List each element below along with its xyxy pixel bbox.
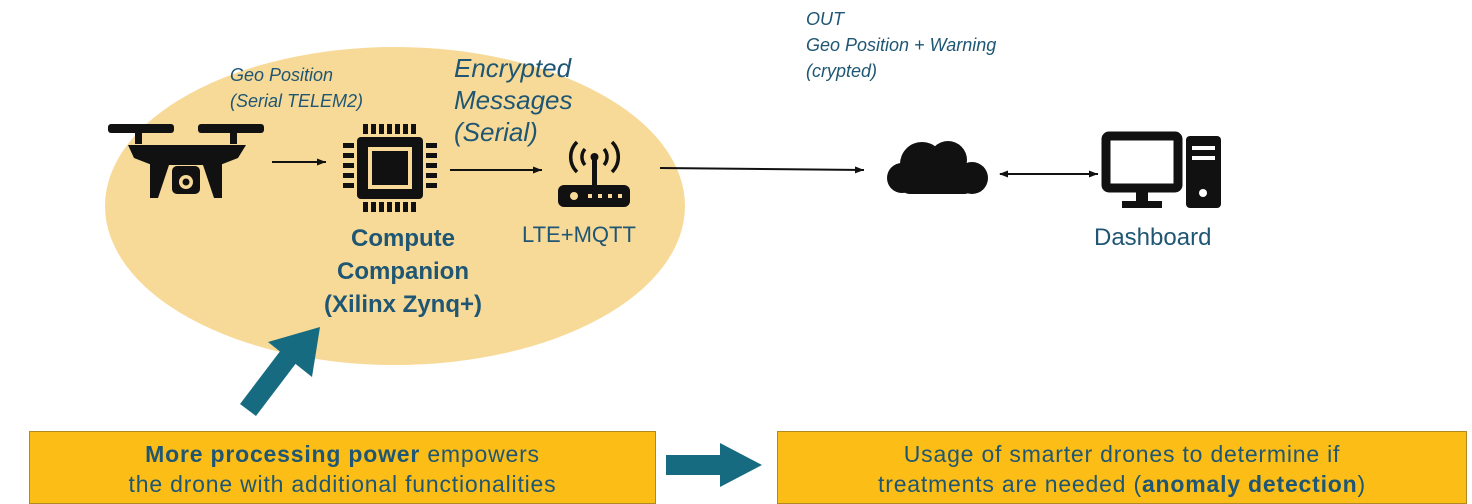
out-label: OUT Geo Position + Warning (crypted)	[806, 6, 996, 84]
processing-power-box: More processing power empowers the drone…	[29, 431, 656, 504]
cloud-icon	[887, 141, 988, 194]
treatments-text: treatments are needed (	[878, 471, 1142, 497]
compute-line: Compute	[351, 225, 455, 252]
closing-paren: )	[1357, 471, 1366, 497]
lte-mqtt-label: LTE+MQTT	[522, 222, 636, 247]
router-to-cloud-arrow	[659, 166, 865, 174]
crypted-line: (crypted)	[806, 61, 878, 81]
upward-teal-arrow	[240, 327, 320, 417]
router-icon	[558, 140, 630, 207]
geo-position-line: Geo Position	[230, 65, 334, 85]
messages-line: Messages	[454, 85, 573, 115]
smarter-drones-line1: Usage of smarter drones to determine if	[903, 441, 1341, 467]
drone-icon	[108, 124, 264, 198]
dashboard-label: Dashboard	[1094, 224, 1212, 251]
xilinx-line: (Xilinx Zynq+)	[323, 291, 482, 318]
processing-power-bold: More processing power	[145, 441, 421, 467]
serial-line: (Serial)	[454, 117, 538, 147]
geo-position-label: Geo Position (Serial TELEM2)	[230, 62, 363, 114]
serial-telem2-line: (Serial TELEM2)	[230, 91, 364, 111]
smarter-drones-box: Usage of smarter drones to determine if …	[777, 431, 1467, 504]
chip-icon	[343, 124, 437, 212]
encrypted-messages-label: Encrypted Messages (Serial)	[454, 52, 573, 148]
processing-power-line2: the drone with additional functionalitie…	[128, 471, 557, 497]
computer-icon	[1101, 131, 1221, 208]
empowers-text: empowers	[420, 441, 540, 467]
right-teal-arrow	[666, 443, 762, 487]
geo-warning-line: Geo Position + Warning	[806, 35, 997, 55]
smarter-drones-line2: treatments are needed (anomaly detection…	[778, 469, 1466, 499]
anomaly-detection-bold: anomaly detection	[1141, 471, 1358, 497]
encrypted-line: Encrypted	[454, 53, 572, 83]
companion-line: Companion	[337, 258, 469, 285]
compute-companion-label: Compute Companion (Xilinx Zynq+)	[293, 222, 513, 321]
out-line: OUT	[806, 9, 844, 29]
processing-power-line1: More processing power empowers	[30, 439, 655, 469]
